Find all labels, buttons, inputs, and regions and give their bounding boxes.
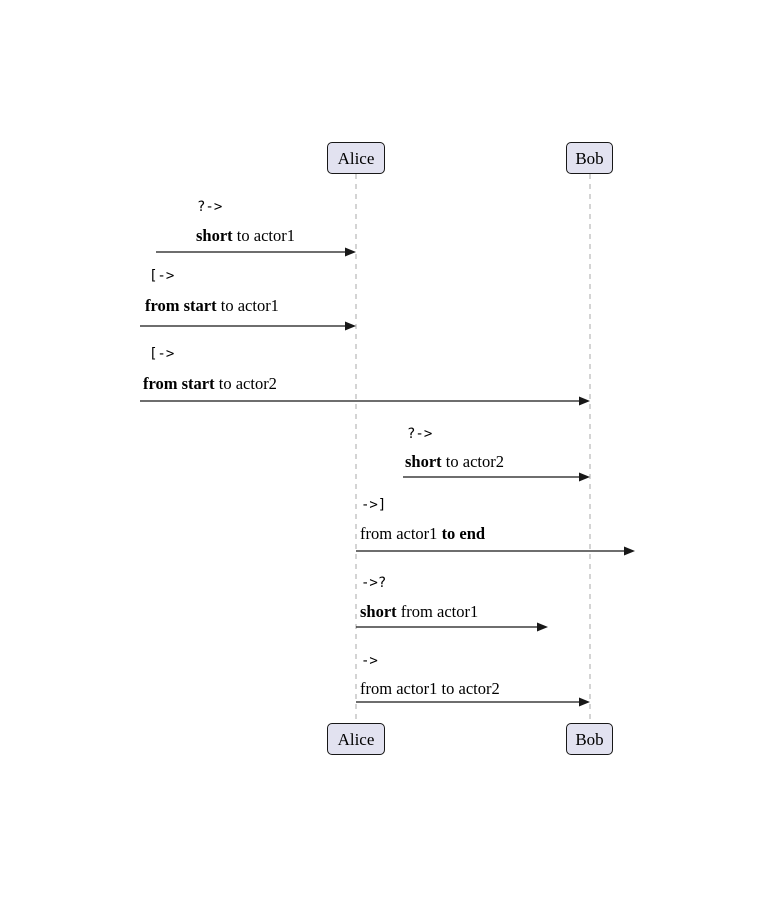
- message-2-code: [->: [149, 268, 175, 284]
- message-label-part: from start: [143, 374, 215, 393]
- message-5-arrowhead-icon: [624, 546, 635, 556]
- message-6-label: short from actor1: [360, 602, 478, 621]
- message-label-part: short: [405, 452, 442, 471]
- message-2-label: from start to actor1: [145, 296, 279, 315]
- message-label-part: from actor1: [396, 602, 479, 621]
- message-7-label: from actor1 to actor2: [360, 679, 500, 698]
- actor-box-bob-bottom: Bob: [566, 723, 613, 755]
- message-label-part: to actor2: [214, 374, 277, 393]
- message-7-code: ->: [361, 653, 378, 669]
- message-6-arrowhead-icon: [537, 622, 548, 632]
- message-label-part: to actor1: [232, 226, 295, 245]
- actor-box-bob-top: Bob: [566, 142, 613, 174]
- message-4-code: ?->: [407, 426, 433, 442]
- message-5-code: ->]: [361, 497, 387, 513]
- actor-box-alice-top: Alice: [327, 142, 385, 174]
- message-3-label: from start to actor2: [143, 374, 277, 393]
- message-label-part: short: [196, 226, 233, 245]
- message-label-part: from actor1 to actor2: [360, 679, 500, 698]
- message-7-arrowhead-icon: [579, 697, 590, 707]
- message-1-code: ?->: [197, 199, 223, 215]
- message-6-code: ->?: [361, 575, 387, 591]
- message-label-part: to actor2: [441, 452, 504, 471]
- message-label-part: from start: [145, 296, 217, 315]
- message-label-part: from actor1: [360, 524, 442, 543]
- message-2-arrowhead-icon: [345, 321, 356, 331]
- message-5-label: from actor1 to end: [360, 524, 485, 543]
- message-4-arrowhead-icon: [579, 472, 590, 482]
- message-label-part: to end: [441, 524, 486, 543]
- message-1-arrowhead-icon: [345, 247, 356, 257]
- message-1-label: short to actor1: [196, 226, 295, 245]
- message-3-code: [->: [149, 346, 175, 362]
- message-label-part: to actor1: [216, 296, 279, 315]
- actor-box-alice-bottom: Alice: [327, 723, 385, 755]
- message-3-arrowhead-icon: [579, 396, 590, 406]
- message-label-part: short: [360, 602, 397, 621]
- message-4-label: short to actor2: [405, 452, 504, 471]
